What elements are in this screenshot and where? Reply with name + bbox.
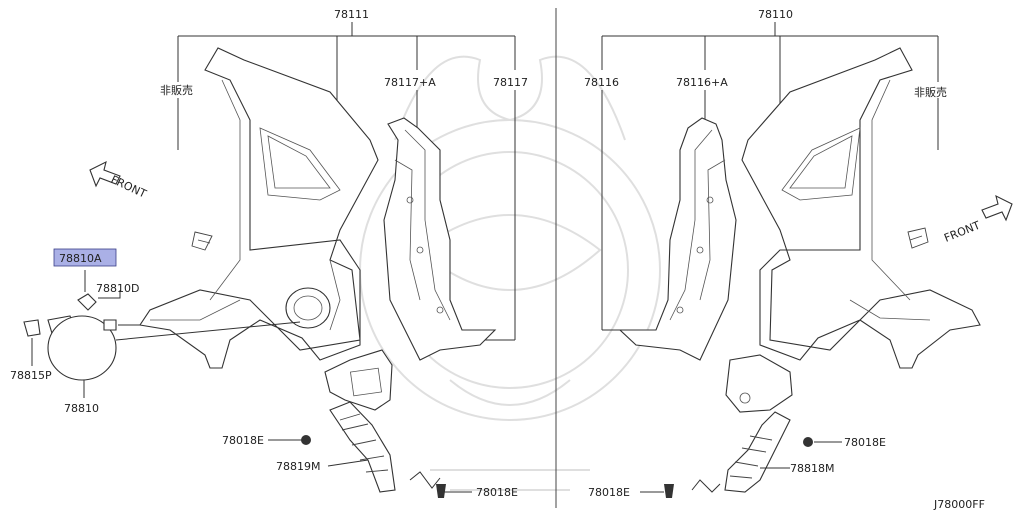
label-nosale-left: 非販売 bbox=[160, 84, 193, 97]
fuel-lid-parts bbox=[23, 270, 301, 398]
leaders-left-lower bbox=[268, 439, 472, 493]
reference-code: J78000FF bbox=[933, 498, 985, 511]
label-front-right: FRONT bbox=[942, 219, 982, 245]
clip-78018e-right-b bbox=[664, 484, 674, 498]
label-78111: 78111 bbox=[334, 8, 369, 21]
front-arrow-left bbox=[89, 160, 121, 188]
lower-bracket-left bbox=[324, 349, 396, 493]
highlight-78810a: 78810A bbox=[53, 248, 117, 267]
clip-78018e-left-a bbox=[301, 435, 311, 445]
label-78018e-right-1: 78018E bbox=[844, 436, 886, 449]
label-78818m: 78818M bbox=[790, 462, 834, 475]
clip-78018e-right-a bbox=[803, 437, 813, 447]
label-78815p: 78815P bbox=[10, 369, 52, 382]
label-78116: 78116 bbox=[584, 76, 619, 89]
clip-78018e-left-b bbox=[436, 484, 446, 498]
label-nosale-right: 非販売 bbox=[914, 86, 947, 99]
inner-pillar-left bbox=[383, 117, 497, 361]
label-78819m: 78819M bbox=[276, 460, 320, 473]
front-arrow-right bbox=[981, 194, 1013, 222]
label-78117: 78117 bbox=[493, 76, 528, 89]
label-78018e-left-1: 78018E bbox=[222, 434, 264, 447]
label-78018e-left-2: 78018E bbox=[476, 486, 518, 499]
quarter-panel-right bbox=[741, 47, 981, 369]
label-78810d: 78810D bbox=[96, 282, 139, 295]
label-front-left: FRONT bbox=[109, 173, 149, 201]
quarter-panel-left bbox=[139, 47, 379, 369]
label-78116-a: 78116+A bbox=[676, 76, 728, 89]
label-78117-a: 78117+A bbox=[384, 76, 436, 89]
label-78810: 78810 bbox=[64, 402, 99, 415]
inner-pillar-right bbox=[618, 117, 737, 361]
label-78110: 78110 bbox=[758, 8, 793, 21]
lower-bracket-right bbox=[724, 354, 793, 493]
leaders-right-lower bbox=[640, 441, 842, 493]
label-78018e-right-2: 78018E bbox=[588, 486, 630, 499]
label-78810a: 78810A bbox=[59, 252, 102, 265]
